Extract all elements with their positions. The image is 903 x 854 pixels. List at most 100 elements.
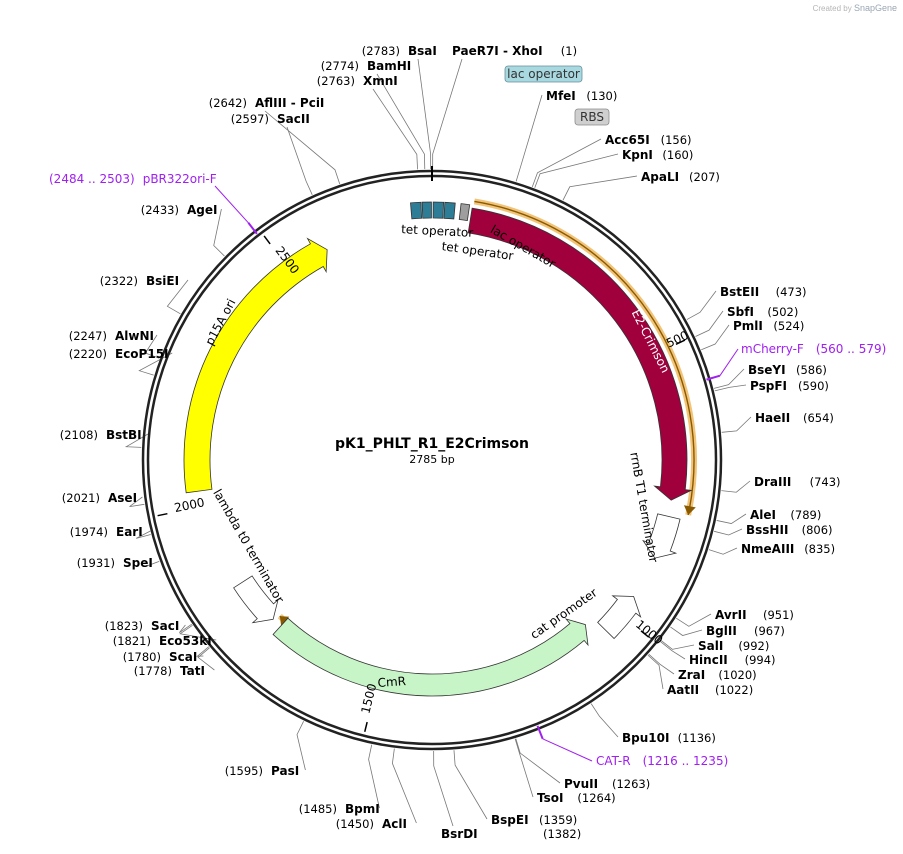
site-leader-BseYI — [713, 368, 745, 389]
site-name: XmnI — [363, 74, 398, 88]
site-name: PspFI — [750, 379, 787, 393]
site-name: SbfI — [727, 305, 754, 319]
site-name: SacI — [151, 619, 179, 633]
site-haeii: HaeII (654) — [755, 411, 834, 425]
site-name: MfeI — [546, 89, 576, 103]
site-name: AleI — [750, 508, 776, 522]
site-position: (1780) — [123, 650, 161, 664]
primer-connector-mcherry-f — [719, 348, 739, 376]
primer-range: (2484 .. 2503) — [49, 172, 135, 186]
site-leader-SacI — [179, 623, 192, 633]
site-name: HaeII — [755, 411, 790, 425]
site-name: ScaI — [169, 650, 197, 664]
feature-rrnb-t1-terminator — [642, 513, 681, 559]
site-position: (160) — [662, 148, 693, 162]
site-tati: TatI(1778) — [134, 664, 205, 678]
site-agei: AgeI (2433) — [141, 203, 218, 217]
site-position: (2774) — [321, 59, 359, 73]
tick-2000 — [157, 512, 168, 517]
tick-2500 — [263, 235, 271, 245]
primer-range: mCherry-F — [741, 342, 804, 356]
site-name: EarI — [116, 525, 143, 539]
site-leader-BsaI — [417, 58, 432, 170]
feature-label-cmr: CmR — [377, 674, 406, 690]
feature-cat-promoter — [597, 595, 642, 640]
site-leader-ZraI — [648, 653, 675, 675]
site-leader-BsrDI — [433, 750, 454, 827]
site-name: AflIII - PciI — [255, 96, 324, 110]
site-leader-Acc65I — [531, 138, 602, 187]
site-position: (1382) — [543, 827, 581, 841]
tick-500 — [675, 339, 686, 346]
site-leader-EarI — [136, 530, 151, 539]
site-position: (2433) — [141, 203, 179, 217]
site-acc65i: Acc65I(156) — [605, 133, 692, 147]
site-position: (1022) — [715, 683, 753, 697]
site-name: HincII — [689, 653, 728, 667]
feature-label-tet-operator-1: tet operator — [401, 222, 474, 240]
site-position: (654) — [803, 411, 834, 425]
site-alwni: AlwNI(2247) — [69, 329, 154, 343]
tick-label-1500: 1500 — [358, 682, 379, 715]
site-position: (743) — [810, 475, 841, 489]
site-leader-HincII — [659, 640, 686, 660]
site-leader-BspEI — [453, 750, 488, 820]
site-leader-AlwNI — [144, 334, 160, 359]
site-leader-PmlI — [701, 324, 730, 351]
site-name: ZraI — [678, 668, 705, 682]
site-name: PasI — [271, 764, 299, 778]
feature-cmr — [272, 617, 589, 697]
site-name: AgeI — [187, 203, 217, 217]
site-zrai: ZraI (1020) — [678, 668, 757, 682]
site-position: (1020) — [718, 668, 756, 682]
primer-label-pbr322ori-f: (2484 .. 2503)pBR322ori-F — [49, 172, 217, 186]
site-scai: ScaI (1780) — [123, 650, 198, 664]
site-name: BspEI — [491, 813, 529, 827]
tick-label-2000: 2000 — [173, 495, 206, 515]
site-position: (2763) — [317, 74, 355, 88]
site-leader-AseI — [129, 496, 145, 507]
site-name: Eco53kI — [159, 634, 212, 648]
site-draiii: DraIII (743) — [754, 475, 841, 489]
site-position: (789) — [790, 508, 821, 522]
primer-connector-cat-r — [542, 738, 593, 762]
site-position: (1974) — [70, 525, 108, 539]
site-bglii: BglII(967) — [706, 624, 785, 638]
site-mfei: MfeI(130) — [546, 89, 617, 103]
site-pasi: PasI(1595) — [225, 764, 299, 778]
site-position: (502) — [767, 305, 798, 319]
site-position: (1450) — [336, 817, 374, 831]
site-position: (2220) — [69, 347, 107, 361]
site-bspei: BspEI (1359) — [491, 813, 577, 827]
plasmid-name: pK1_PHLT_R1_E2Crimson — [335, 436, 529, 452]
site-position: (1359) — [539, 813, 577, 827]
site-name: DraIII — [754, 475, 791, 489]
tick-1000 — [640, 630, 650, 638]
site-spei: SpeI(1931) — [77, 556, 153, 570]
feature-label-rrnb-t1-terminator: rrnB T1 terminator — [627, 451, 660, 563]
site-position: (1264) — [577, 791, 615, 805]
site-position: (2322) — [100, 274, 138, 288]
site-name: Acc65I — [605, 133, 650, 147]
lac-operator-box-bg — [504, 65, 583, 83]
site-pmli: PmlI(524) — [733, 319, 804, 333]
site-bsrdi-pos: (1382) — [543, 827, 581, 841]
site-eco53ki: Eco53kI(1821) — [113, 634, 212, 648]
primer-name: (1216 .. 1235) — [643, 754, 729, 768]
site-position: (2247) — [69, 329, 107, 343]
site-avrii: AvrII(951) — [715, 608, 794, 622]
created-by-text: Created by — [812, 4, 852, 13]
rbs-box-label: RBS — [580, 110, 604, 124]
site-leader-XmnI — [372, 88, 418, 170]
site-name: EcoP15I — [115, 347, 169, 361]
site-sacii: SacII(2597) — [231, 112, 310, 126]
translation-arrowhead — [279, 616, 290, 626]
site-name: AvrII — [715, 608, 747, 622]
site-position: (1485) — [299, 802, 337, 816]
site-name: PmlI — [733, 319, 763, 333]
site-position: (967) — [754, 624, 785, 638]
site-position: (586) — [796, 363, 827, 377]
feature-tet-operator-1 — [410, 201, 423, 220]
site-position: (2642) — [209, 96, 247, 110]
